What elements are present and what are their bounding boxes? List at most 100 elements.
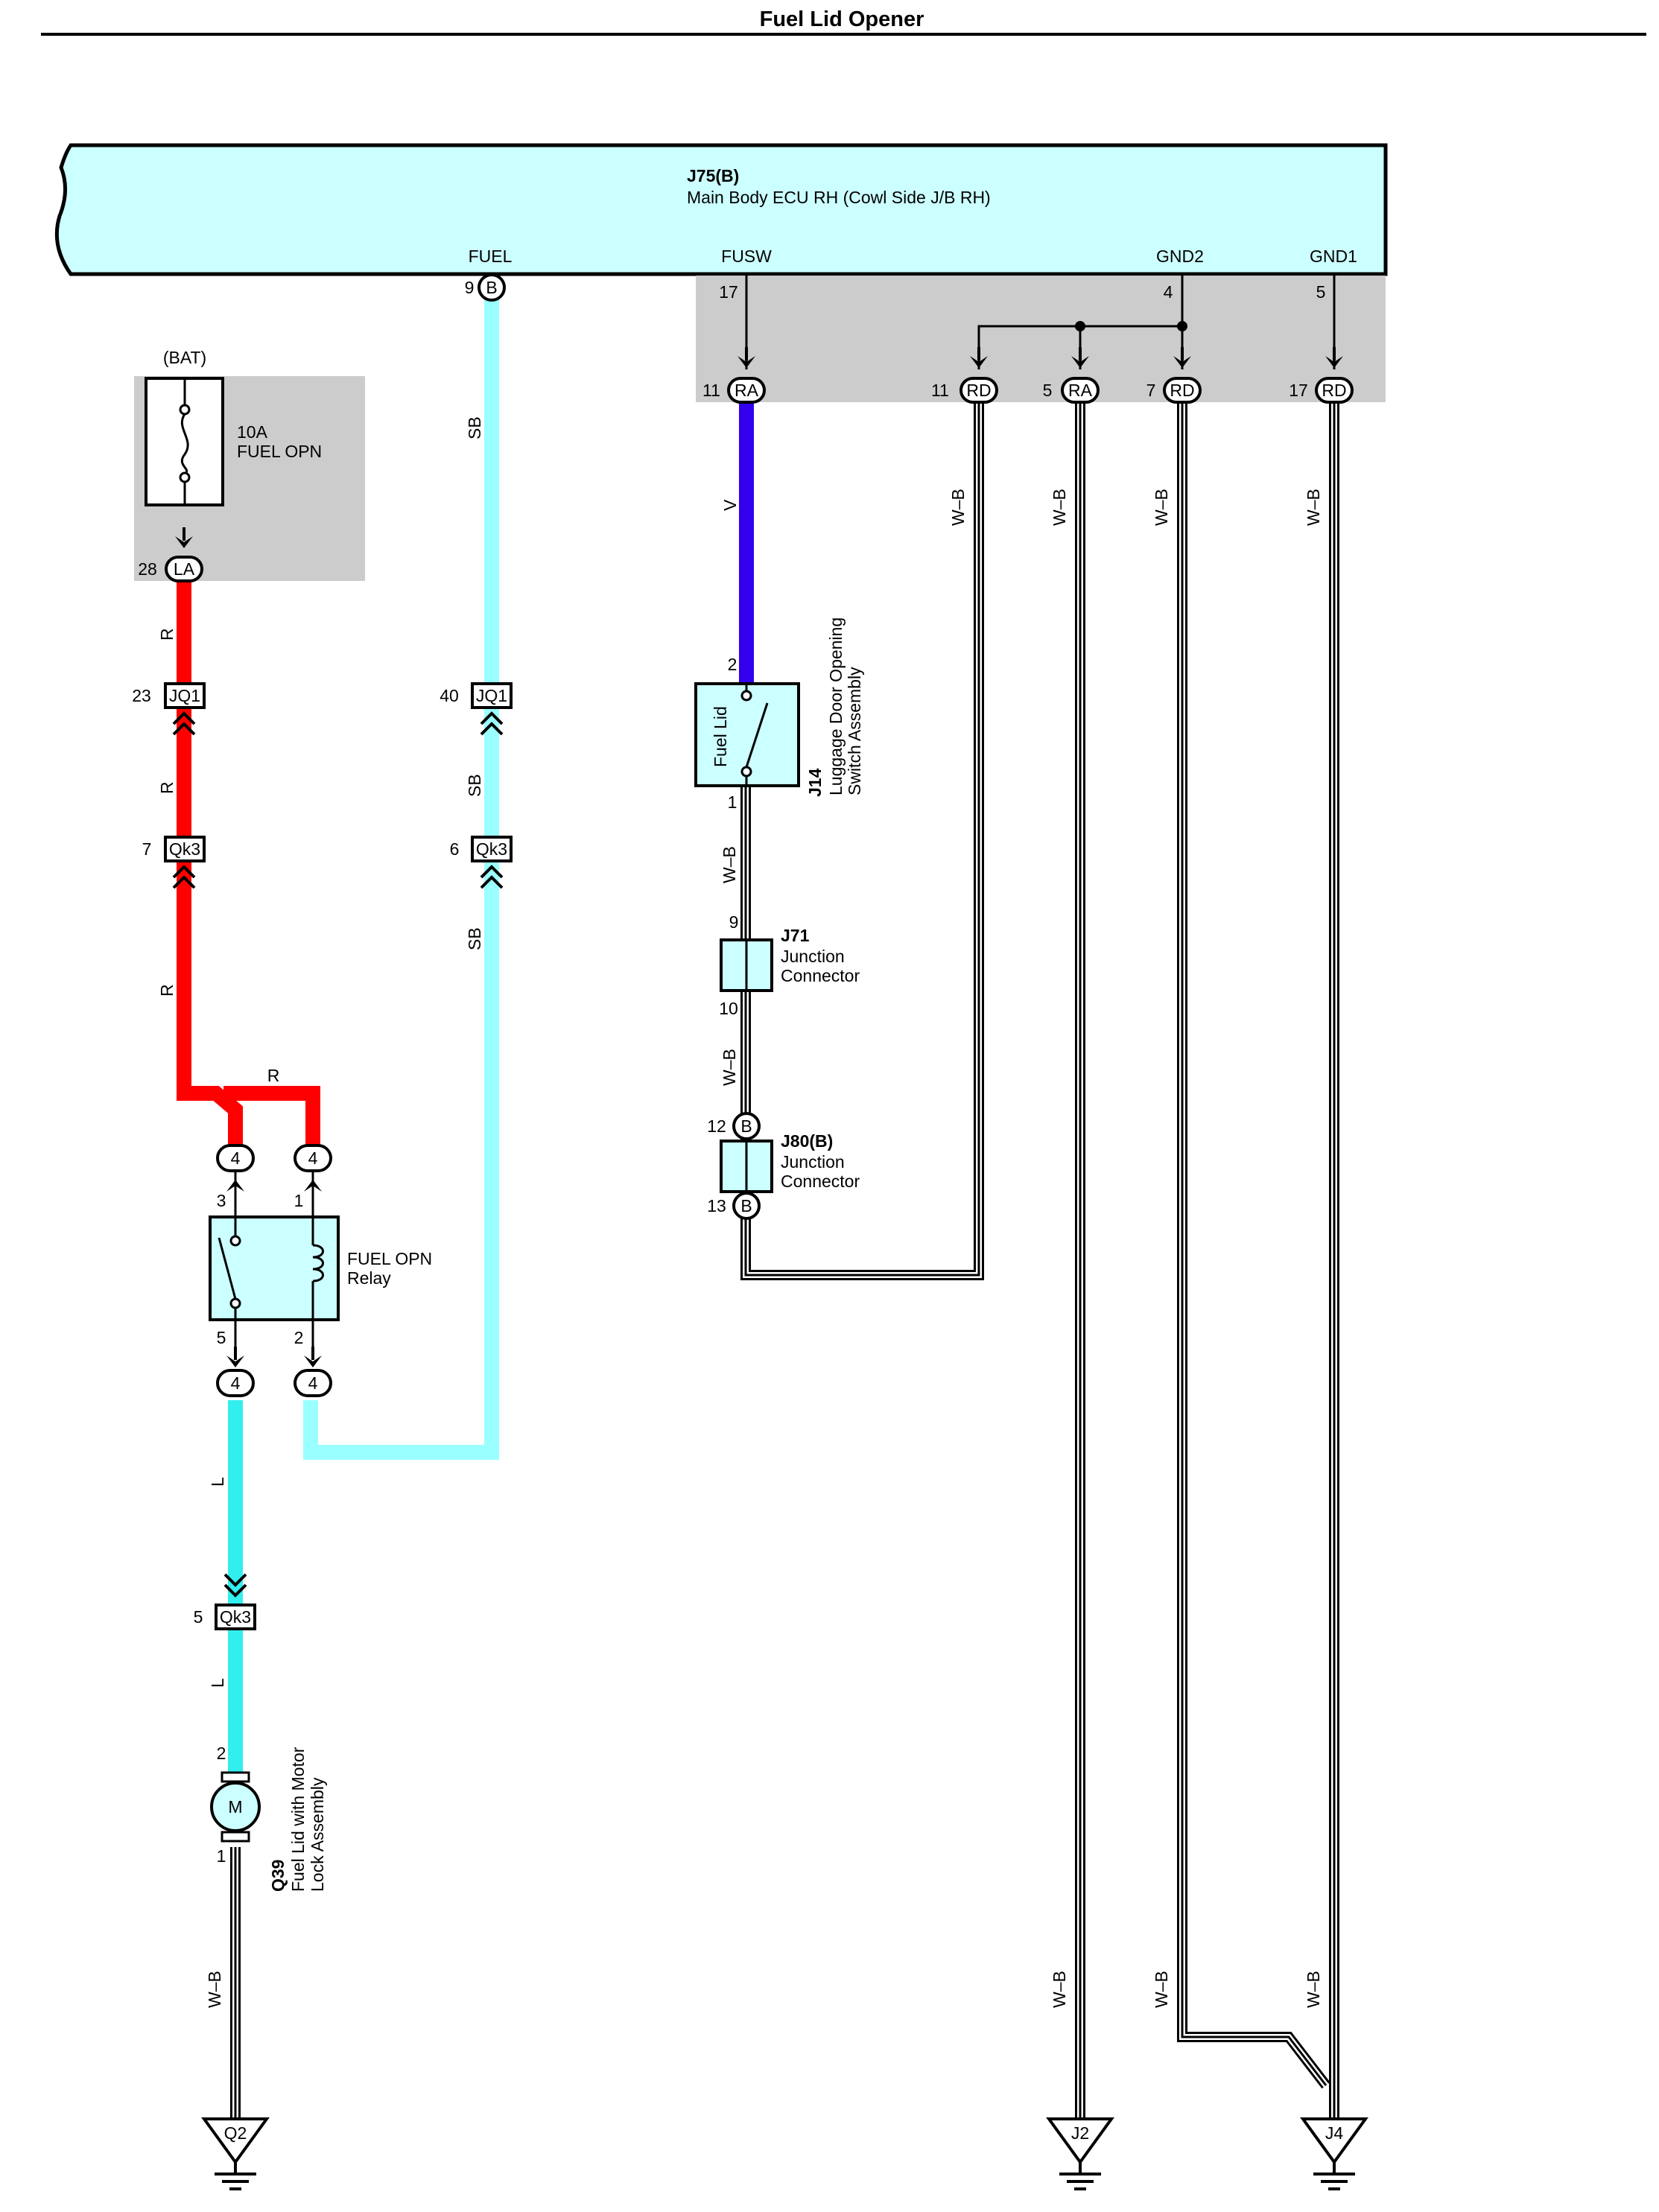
ecu-code: J75(B)	[687, 166, 739, 185]
svg-text:5: 5	[1043, 381, 1053, 400]
svg-text:5: 5	[194, 1607, 203, 1627]
svg-text:40: 40	[440, 686, 459, 705]
wire-label-wb: W–B	[948, 489, 968, 526]
ecu-pin-gnd1: GND1	[1310, 247, 1357, 266]
svg-text:RA: RA	[735, 381, 759, 400]
svg-text:4: 4	[231, 1148, 241, 1168]
motor-name-line2: Lock Assembly	[308, 1777, 327, 1892]
svg-text:RD: RD	[1322, 381, 1346, 400]
j71-name-line2: Connector	[781, 966, 860, 985]
motor-name: Fuel Lid with Motor	[288, 1747, 308, 1892]
wire-label-sb: SB	[465, 927, 484, 950]
svg-text:RD: RD	[1170, 381, 1194, 400]
connector-qk3-low: Qk3 5	[194, 1573, 256, 1630]
relay-bottom-connectors: 4 4	[216, 1345, 332, 1397]
motor-pin-top: 2	[217, 1744, 226, 1763]
jb-connector-11-ra: RA 11	[702, 346, 766, 404]
svg-text:11: 11	[931, 381, 949, 400]
motor-code: Q39	[268, 1860, 288, 1892]
ecu-pin-number-gnd1: 5	[1316, 282, 1326, 302]
ecu-pin-fusw: FUSW	[721, 247, 772, 266]
wire-label-wb: W–B	[1050, 1971, 1069, 2008]
svg-text:7: 7	[1146, 381, 1156, 400]
wire-label-sb: SB	[465, 774, 484, 797]
jb-connector-17-rd: RD 17	[1289, 346, 1354, 404]
relay-switch-icon	[218, 1217, 241, 1320]
relay-pin-arrows	[226, 1180, 322, 1192]
relay-coil-icon	[311, 1217, 324, 1320]
connector-jq1-left: JQ1 23	[132, 682, 206, 736]
switch-inner-label: Fuel Lid	[711, 706, 730, 767]
switch-pin-bottom: 1	[728, 792, 737, 812]
jb-connector-11-rd: RD 11	[931, 346, 998, 404]
wire-label-r: R	[157, 628, 177, 641]
switch-name: Luggage Door Opening	[826, 617, 846, 795]
j80-bottom-pin	[732, 1192, 761, 1220]
fuel-pin-connector	[478, 273, 506, 302]
switch-name-line2: Switch Assembly	[845, 667, 864, 795]
jb-connector-5-ra: RA 5	[1043, 346, 1100, 404]
relay-pin-3: 3	[217, 1191, 226, 1210]
svg-text:11: 11	[702, 381, 720, 400]
splice-dot	[1177, 321, 1187, 331]
svg-text:4: 4	[308, 1373, 318, 1393]
ground-j2: J2	[1047, 2117, 1113, 2190]
svg-text:RA: RA	[1068, 381, 1093, 400]
svg-text:J2: J2	[1071, 2123, 1089, 2143]
relay-name-line2: Relay	[347, 1268, 391, 1288]
wire-label-r: R	[157, 984, 177, 997]
ecu-pin-gnd2: GND2	[1156, 247, 1204, 266]
wire-label-wb: W–B	[205, 1971, 224, 2008]
svg-text:JQ1: JQ1	[169, 686, 200, 705]
switch-code: J14	[805, 768, 825, 797]
fuse-output-connector: LA 28	[138, 526, 203, 582]
connector-jq1-mid: JQ1 40	[440, 682, 513, 736]
wire-label-wb: W–B	[1050, 489, 1069, 526]
svg-text:6: 6	[450, 839, 460, 859]
wire-label-wb: W–B	[1304, 1971, 1323, 2008]
wire-sb	[303, 298, 499, 1460]
relay-pin-5: 5	[217, 1328, 226, 1347]
j80-code: J80(B)	[781, 1131, 833, 1151]
wire-r-branch	[223, 1086, 320, 1151]
relay-pin-2: 2	[294, 1328, 304, 1347]
motor-icon	[210, 1782, 261, 1832]
wire-r	[177, 581, 243, 1151]
svg-text:4: 4	[231, 1373, 241, 1393]
wire-label-v: V	[720, 499, 740, 511]
svg-text:23: 23	[132, 686, 151, 705]
wire-label-wb: W–B	[720, 846, 739, 883]
ecu-name: Main Body ECU RH (Cowl Side J/B RH)	[687, 188, 991, 207]
fuel-pin-code: B	[486, 278, 497, 297]
svg-text:Qk3: Qk3	[476, 839, 507, 859]
motor-bottom-tab	[221, 1831, 250, 1843]
motor-pin-bottom: 1	[217, 1846, 226, 1866]
junction-block-area	[696, 276, 1386, 402]
connector-qk3-left: Qk3 7	[142, 836, 206, 889]
j71-pin-bottom: 10	[719, 999, 738, 1018]
fuse-name: FUEL OPN	[237, 442, 322, 461]
svg-text:Qk3: Qk3	[169, 839, 200, 859]
j71-code: J71	[781, 926, 810, 945]
switch-contact-icon	[740, 684, 769, 786]
wire-label-l: L	[208, 1477, 227, 1487]
svg-text:LA: LA	[174, 559, 195, 579]
j80-top-pin-code: B	[740, 1116, 752, 1136]
svg-text:4: 4	[308, 1148, 318, 1168]
j80-pin-top: 12	[707, 1116, 726, 1136]
j71-name: Junction	[781, 947, 845, 966]
ground-j4: J4	[1301, 2117, 1367, 2190]
relay-name: FUEL OPN	[347, 1249, 432, 1268]
wire-label-wb: W–B	[720, 1049, 739, 1086]
j80-pin-bottom: 13	[707, 1196, 726, 1215]
page-title: Fuel Lid Opener	[760, 7, 924, 31]
ecu-pin-number-gnd2: 4	[1164, 282, 1173, 302]
ecu-pin-fuel: FUEL	[469, 247, 513, 266]
wire-wb-switch-chain	[740, 402, 984, 1280]
wire-label-wb: W–B	[1152, 1971, 1171, 2008]
fuse-source: (BAT)	[163, 348, 206, 367]
ecu-pin-number-fusw: 17	[719, 282, 738, 302]
svg-text:28: 28	[138, 559, 157, 579]
motor-symbol: M	[228, 1797, 242, 1817]
